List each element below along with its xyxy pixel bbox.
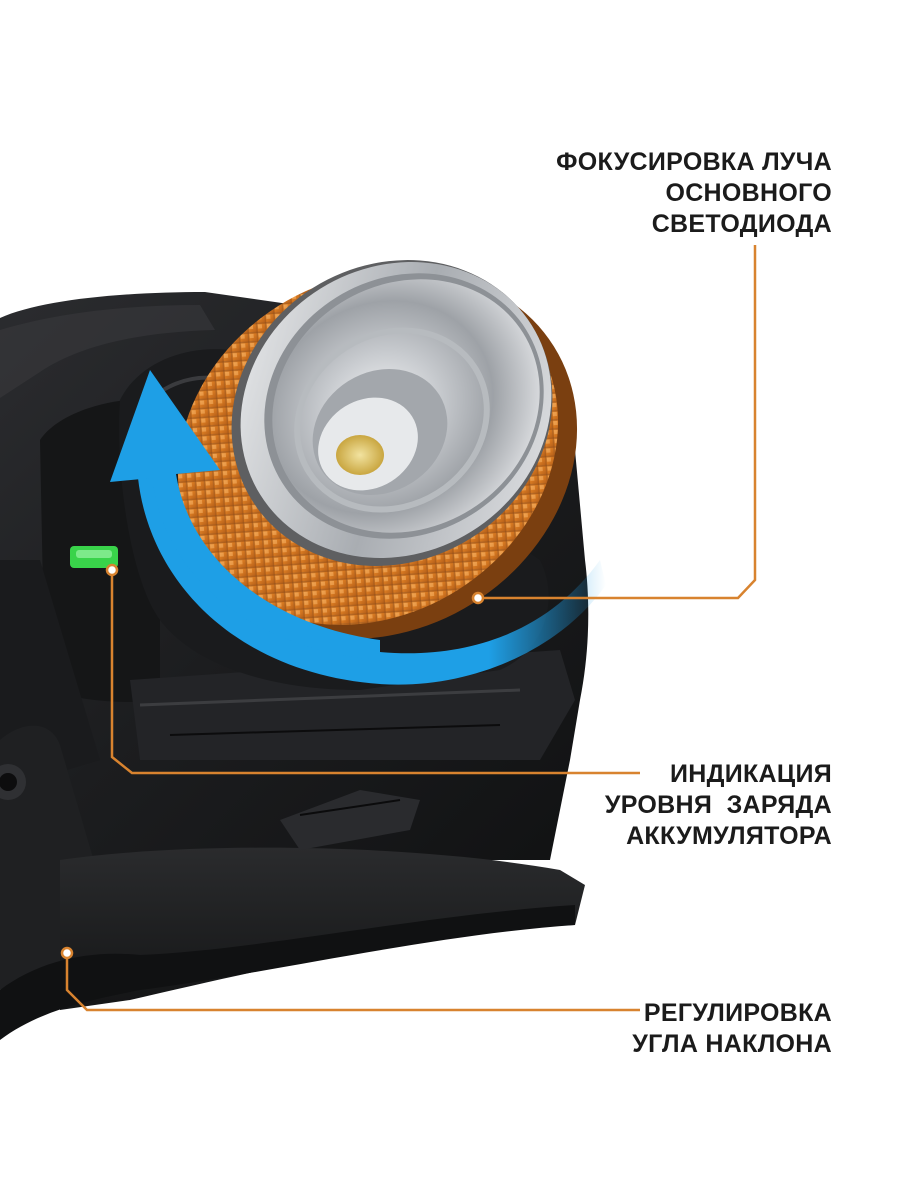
focus-ring [177,260,578,639]
leader-line-tilt [65,953,640,1012]
leader-lines [65,245,757,1012]
leader-line-focus [478,245,757,600]
leader-dots [60,563,485,960]
leader-line-battery [110,570,640,775]
callout-focus-line-1: ФОКУСИРОВКА ЛУЧА [556,148,832,176]
callout-tilt-line-2: УГЛА НАКЛОНА [632,1030,832,1058]
callout-tilt: РЕГУЛИРОВКА УГЛА НАКЛОНА [632,998,832,1060]
tilt-hinge [0,725,585,1040]
callout-focus-line-3: СВЕТОДИОДА [651,210,832,238]
rotation-arrow-icon [110,370,606,685]
callout-focus: ФОКУСИРОВКА ЛУЧА ОСНОВНОГО СВЕТОДИОДА [556,147,832,240]
callout-battery: ИНДИКАЦИЯ УРОВНЯ ЗАРЯДА АККУМУЛЯТОРА [605,759,832,852]
callout-battery-line-1: ИНДИКАЦИЯ [669,760,832,788]
callout-battery-line-2: УРОВНЯ ЗАРЯДА [604,791,832,819]
dot-tilt [60,946,74,960]
callout-battery-line-3: АККУМУЛЯТОРА [626,822,832,850]
led-emitter [336,435,384,475]
callout-focus-line-2: ОСНОВНОГО [665,179,832,207]
dot-battery [105,563,119,577]
callout-tilt-line-1: РЕГУЛИРОВКА [643,999,832,1027]
dot-focus [471,591,485,605]
battery-indicator-led [70,546,118,568]
